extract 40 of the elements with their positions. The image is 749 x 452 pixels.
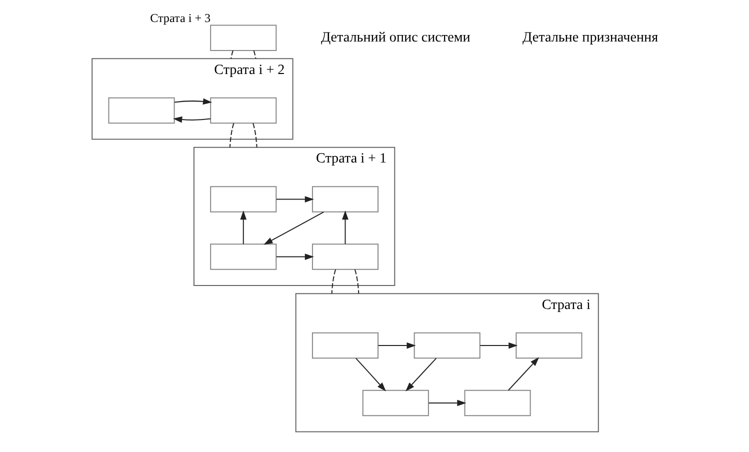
connector <box>354 269 359 294</box>
arrow <box>342 210 348 244</box>
node-box <box>108 97 174 124</box>
label: Детальне призначення <box>522 30 658 46</box>
arrow <box>378 342 416 349</box>
node-label: Страта i + 1 <box>315 150 386 167</box>
node-box <box>311 332 378 359</box>
arrow <box>174 98 212 105</box>
arrow <box>263 212 324 245</box>
node-box <box>362 390 428 416</box>
connector <box>252 50 256 59</box>
connector <box>252 123 257 148</box>
node-label: Страта i + 2 <box>214 62 284 78</box>
arrow <box>405 358 436 392</box>
arrow <box>172 116 210 123</box>
node-box <box>311 186 378 212</box>
node-box <box>210 244 276 270</box>
node-box <box>515 332 582 359</box>
cluster <box>192 146 395 286</box>
arrow <box>480 342 518 349</box>
arrow <box>428 400 466 406</box>
node-box <box>210 97 276 124</box>
node-box <box>413 332 480 359</box>
node-box <box>311 244 378 270</box>
connector <box>228 123 234 148</box>
node-box <box>464 390 530 416</box>
node-label: Страта i <box>541 296 590 313</box>
arrow <box>240 210 246 244</box>
arrow <box>276 254 314 260</box>
arrow <box>276 196 314 202</box>
node-box <box>210 186 276 212</box>
cluster <box>91 58 293 140</box>
connector <box>330 269 336 294</box>
cluster <box>294 293 598 432</box>
connector <box>230 50 233 59</box>
node-label: Страта i + 3 <box>150 10 210 25</box>
arrow <box>508 357 539 391</box>
node-box <box>210 24 276 52</box>
label: Детальний опис системи <box>320 30 470 46</box>
arrow <box>355 358 386 392</box>
